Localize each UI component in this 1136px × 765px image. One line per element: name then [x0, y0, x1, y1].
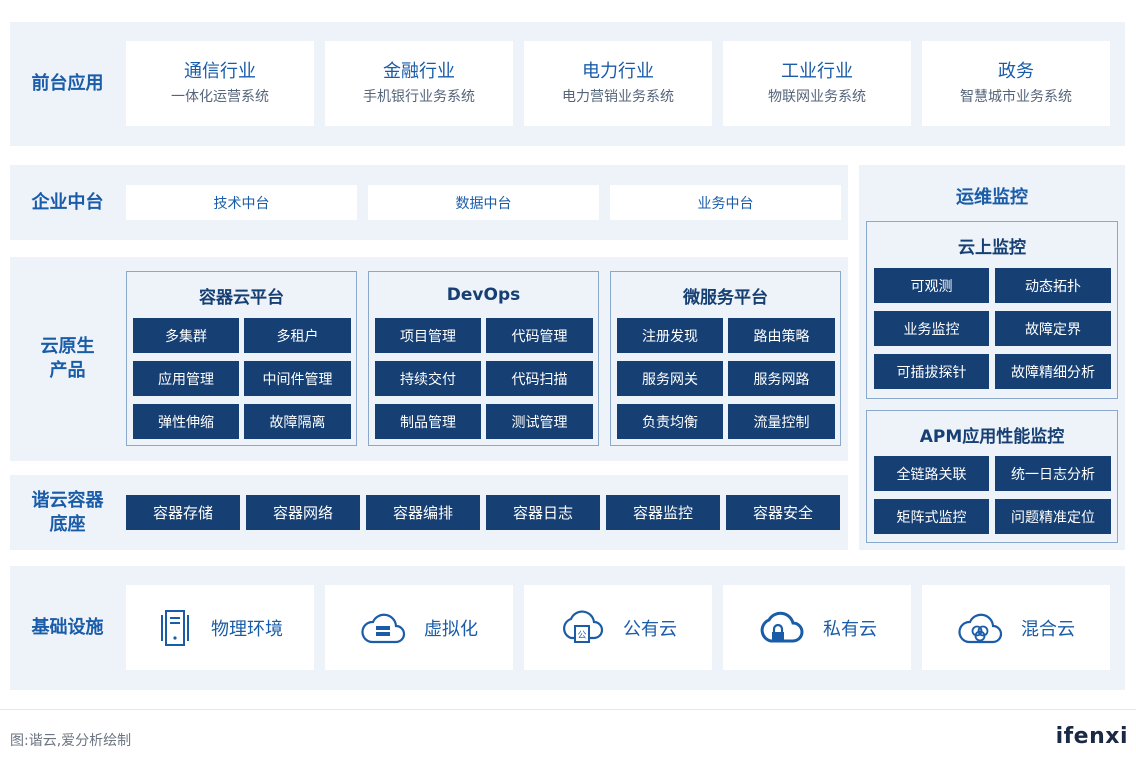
frontend-card-industry: 工业行业 物联网业务系统	[723, 41, 911, 126]
feature-box: 路由策略	[728, 318, 835, 353]
apm-box: 全链路关联	[874, 456, 989, 491]
frontend-label: 前台应用	[31, 73, 104, 94]
monitor-box: 故障精细分析	[995, 354, 1111, 389]
base-item: 容器日志	[486, 495, 600, 530]
private-cloud-lock-icon	[760, 611, 804, 642]
source-caption: 图:谐云,爱分析绘制	[10, 733, 132, 749]
infra-item-physical: 物理环境	[126, 585, 314, 670]
feature-box: 服务网路	[728, 361, 835, 396]
group-title: DevOps	[446, 285, 521, 305]
frontend-card-government: 政务 智慧城市业务系统	[922, 41, 1110, 126]
hybrid-cloud-icon	[958, 613, 1003, 643]
middle-item-tech: 技术中台	[126, 185, 357, 220]
base-item: 容器编排	[366, 495, 480, 530]
feature-box: 测试管理	[486, 404, 593, 439]
feature-box: 持续交付	[375, 361, 481, 396]
feature-box: 流量控制	[728, 404, 835, 439]
card-subtitle: 电力营销业务系统	[562, 88, 674, 105]
feature-box: 故障隔离	[244, 404, 351, 439]
middle-item-business: 业务中台	[610, 185, 841, 220]
feature-box: 制品管理	[375, 404, 481, 439]
infra-item-virtual: 虚拟化	[325, 585, 513, 670]
ifenxi-logo: ifenxi	[1055, 724, 1128, 749]
footer-divider	[0, 709, 1136, 710]
infra-item-hybrid: 混合云	[922, 585, 1110, 670]
frontend-card-finance: 金融行业 手机银行业务系统	[325, 41, 513, 126]
base-label: 谐云容器 底座	[31, 489, 104, 535]
infra-item-label: 混合云	[1021, 618, 1075, 640]
svg-text:公: 公	[577, 630, 586, 641]
card-title: 工业行业	[781, 60, 853, 82]
feature-box: 弹性伸缩	[133, 404, 239, 439]
monitor-box: 动态拓扑	[995, 268, 1111, 303]
feature-box: 中间件管理	[244, 361, 351, 396]
cloudnative-label: 云原生 产品	[40, 336, 95, 381]
middle-item-data: 数据中台	[368, 185, 599, 220]
feature-box: 代码管理	[486, 318, 593, 353]
monitor-box: 业务监控	[874, 311, 989, 346]
monitor-box: 可观测	[874, 268, 989, 303]
frontend-card-telecom: 通信行业 一体化运营系统	[126, 41, 314, 126]
infra-label: 基础设施	[31, 617, 104, 638]
feature-box: 多集群	[133, 318, 239, 353]
feature-box: 代码扫描	[486, 361, 593, 396]
card-title: 通信行业	[184, 60, 256, 82]
feature-box: 应用管理	[133, 361, 239, 396]
frontend-card-power: 电力行业 电力营销业务系统	[524, 41, 712, 126]
ops-title: 运维监控	[956, 187, 1028, 208]
monitor-box: 可插拔探针	[874, 354, 989, 389]
monitor-box: 故障定界	[995, 311, 1111, 346]
base-item: 容器网络	[246, 495, 360, 530]
feature-box: 多租户	[244, 318, 351, 353]
infra-item-label: 虚拟化	[424, 618, 478, 640]
apm-box: 统一日志分析	[995, 456, 1111, 491]
card-title: 金融行业	[383, 60, 455, 82]
base-item: 容器存储	[126, 495, 240, 530]
infra-item-label: 公有云	[623, 618, 677, 640]
feature-box: 注册发现	[617, 318, 723, 353]
infra-item-public: 公 公有云	[524, 585, 712, 670]
feature-box: 负责均衡	[617, 404, 723, 439]
apm-title: APM应用性能监控	[919, 426, 1065, 447]
base-item: 容器监控	[606, 495, 720, 530]
infra-item-label: 物理环境	[211, 618, 283, 640]
apm-box: 问题精准定位	[995, 499, 1111, 534]
middle-label: 企业中台	[31, 191, 104, 213]
apm-box: 矩阵式监控	[874, 499, 989, 534]
card-subtitle: 物联网业务系统	[768, 88, 866, 105]
feature-box: 项目管理	[375, 318, 481, 353]
card-subtitle: 一体化运营系统	[171, 88, 269, 105]
card-subtitle: 智慧城市业务系统	[960, 88, 1072, 105]
infra-item-private: 私有云	[723, 585, 911, 670]
card-subtitle: 手机银行业务系统	[363, 88, 475, 105]
cloud-storage-icon	[361, 613, 406, 643]
base-item: 容器安全	[726, 495, 840, 530]
infra-item-label: 私有云	[823, 618, 877, 640]
group-title: 微服务平台	[683, 287, 768, 308]
feature-box: 服务网关	[617, 361, 723, 396]
server-icon	[161, 609, 189, 646]
card-title: 政务	[998, 60, 1034, 82]
cloud-monitor-title: 云上监控	[958, 237, 1026, 258]
card-title: 电力行业	[582, 60, 654, 82]
group-title: 容器云平台	[199, 287, 284, 308]
public-cloud-icon: 公	[563, 609, 604, 643]
